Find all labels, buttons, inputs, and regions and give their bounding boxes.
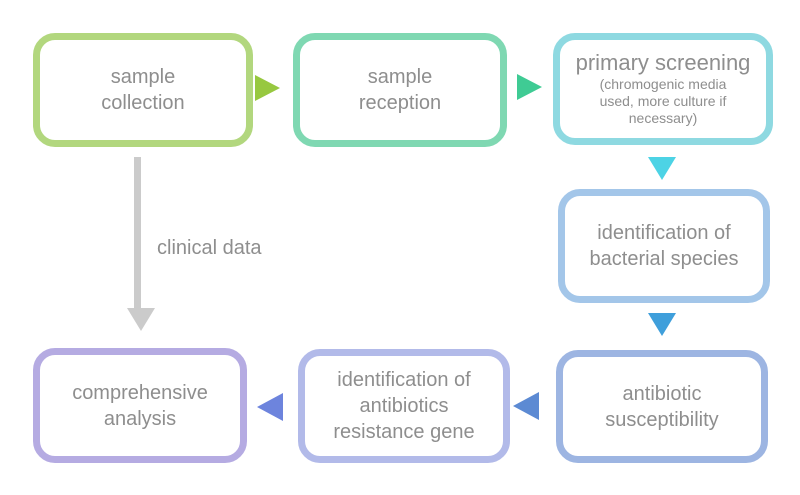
clinical-data-label: clinical data [157,237,262,259]
arrow-right-icon [517,74,542,100]
arrow-right-icon [255,75,280,101]
arrow-down-icon [648,313,676,336]
node-antibiotic-susceptibility: antibiotic susceptibility [556,350,768,463]
arrow-left-icon [257,393,283,421]
node-identification-of-bacterial-species: identification of bacterial species [558,189,770,303]
arrow-left-icon [513,392,539,420]
node-primary-screening: primary screening (chromogenic media use… [553,33,773,145]
node-sample-collection: sample collection [33,33,253,147]
node-label: identification of bacterial species [589,222,739,270]
node-label: primary screening [575,49,751,75]
node-sample-reception: sample reception [293,33,507,147]
node-label: antibiotic susceptibility [605,382,719,431]
clinical-data-arrow-line [134,157,141,309]
node-label: sample reception [358,66,442,114]
node-identification-of-antibiotics-resistance-gene: identification of antibiotics resistance… [298,349,510,463]
clinical-data-arrow-head-icon [127,308,155,331]
arrow-down-icon [648,157,676,180]
node-label: sample collection [101,66,185,114]
node-sublabel: (chromogenic media used, more culture if… [599,75,727,127]
node-label: comprehensive analysis [72,381,208,430]
node-comprehensive-analysis: comprehensive analysis [33,348,247,463]
node-label: identification of antibiotics resistance… [333,369,475,443]
